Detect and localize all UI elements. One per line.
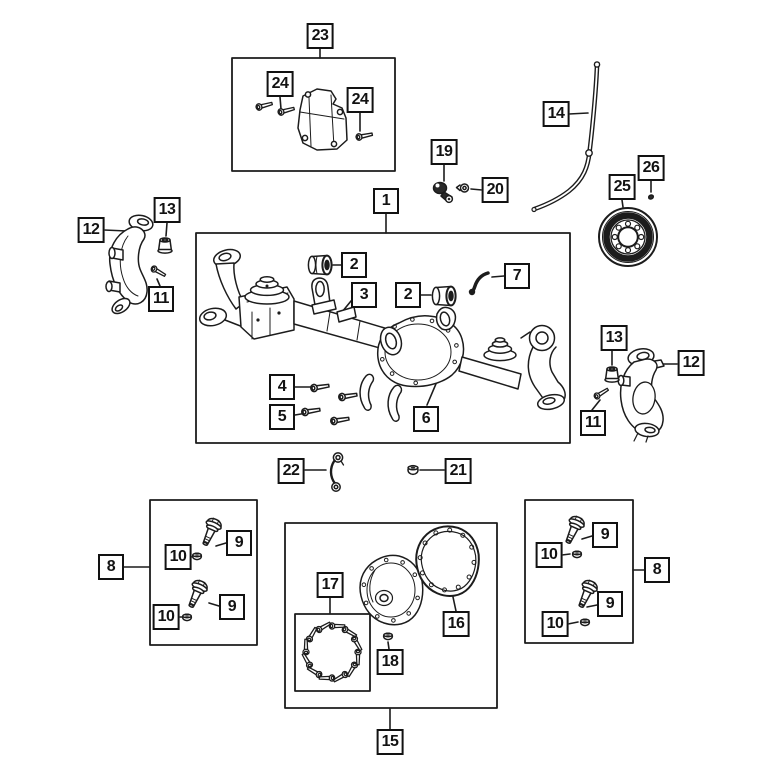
callout-12-20: 12: [677, 350, 705, 376]
callout-11-21: 11: [580, 410, 606, 436]
callout-9-28: 9: [219, 594, 245, 620]
callout-26-6: 26: [637, 155, 665, 181]
callout-22-22: 22: [277, 458, 305, 484]
left-knuckle-bolt: [149, 264, 168, 279]
axle-bracket-drawing: [254, 88, 374, 151]
callout-10-32: 10: [541, 611, 569, 637]
balljoint-box-left: [149, 499, 258, 646]
left-knuckle-drawing: [105, 214, 154, 315]
right-knuckle-bolt: [592, 386, 611, 401]
callout-16-35: 16: [442, 611, 470, 637]
callout-10-27: 10: [152, 604, 180, 630]
callout-24-2: 24: [346, 87, 374, 113]
callout-2-12: 2: [341, 252, 367, 278]
callout-24-1: 24: [266, 71, 294, 97]
hub-bearing-drawing: [598, 207, 658, 267]
bracket-group-box: [231, 57, 396, 172]
fill-plug-nut-drawing: [382, 632, 394, 641]
callout-3-13: 3: [351, 282, 377, 308]
callout-5-17: 5: [269, 404, 295, 430]
callout-23-0: 23: [306, 23, 334, 49]
callout-13-19: 13: [600, 325, 628, 351]
callout-25-7: 25: [608, 174, 636, 200]
callout-11-11: 11: [148, 286, 174, 312]
sensor-drawing: [432, 181, 454, 204]
left-knuckle-bushing: [157, 237, 173, 254]
callout-10-30: 10: [535, 542, 563, 568]
callout-10-25: 10: [164, 544, 192, 570]
right-knuckle-drawing: [617, 348, 665, 443]
axle-assembly-box: [195, 232, 571, 444]
cover-bolt-set-drawing: [299, 619, 365, 685]
clip-drawing: [455, 183, 470, 193]
callout-6-18: 6: [413, 406, 439, 432]
bolt-set-box: [294, 613, 371, 692]
callout-21-23: 21: [444, 458, 472, 484]
cover-kit-box: [284, 522, 498, 709]
diff-cover-drawing: [359, 554, 424, 626]
callout-4-16: 4: [269, 374, 295, 400]
vent-tube-drawing: [531, 61, 601, 213]
group-frames: [149, 57, 634, 709]
leader-lines: [103, 48, 679, 730]
callout-8-29: 8: [644, 557, 670, 583]
callout-8-24: 8: [98, 554, 124, 580]
callout-13-10: 13: [153, 197, 181, 223]
callout-9-31: 9: [592, 522, 618, 548]
axle-assembly-drawing: [198, 248, 566, 426]
callout-9-33: 9: [597, 591, 623, 617]
callout-12-9: 12: [77, 217, 105, 243]
balljoint-box-right: [524, 499, 634, 644]
right-knuckle-bushing: [604, 366, 620, 383]
bracket-bolt: [254, 99, 274, 112]
callout-20-5: 20: [481, 177, 509, 203]
callout-9-26: 9: [226, 530, 252, 556]
callout-2-14: 2: [395, 282, 421, 308]
bracket-bolt: [276, 104, 296, 117]
callout-18-36: 18: [376, 649, 404, 675]
hose-clip-drawing: [329, 452, 345, 492]
callout-15-37: 15: [376, 729, 404, 755]
callout-19-4: 19: [430, 139, 458, 165]
gasket-drawing: [415, 525, 480, 598]
callout-1-8: 1: [373, 188, 399, 214]
callout-14-3: 14: [542, 101, 570, 127]
callout-17-34: 17: [316, 572, 344, 598]
screw-dot-drawing: [647, 194, 655, 200]
callout-7-15: 7: [504, 263, 530, 289]
nut-21-drawing: [407, 464, 419, 476]
bracket-bolt: [354, 130, 374, 142]
